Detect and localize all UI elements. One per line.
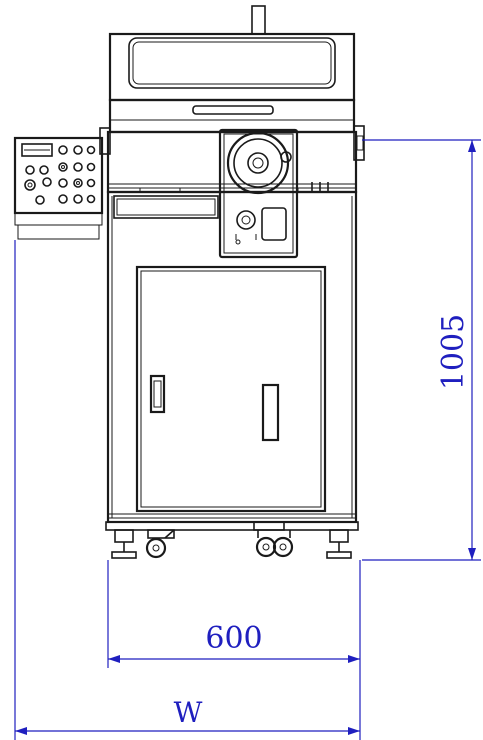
base-legs <box>105 521 359 559</box>
caster-left <box>145 529 175 559</box>
top-pipe <box>251 5 266 35</box>
middle-band <box>106 130 358 194</box>
upper-housing <box>108 32 356 134</box>
caster-center <box>253 521 294 558</box>
overall-dimension-label: W <box>174 696 203 729</box>
door-handle-left <box>149 374 166 414</box>
base-cabinet <box>106 190 358 524</box>
leveling-foot-right <box>326 529 352 559</box>
side-brackets <box>99 125 365 161</box>
dimension-overall: W <box>14 240 361 740</box>
door-handle-right <box>261 383 280 442</box>
control-panel <box>13 136 104 240</box>
width-dimension-label: 600 <box>205 621 262 656</box>
spindle-panel <box>218 128 299 259</box>
dimension-width: 600 <box>107 560 361 668</box>
control-knobs <box>24 145 96 205</box>
height-dimension-label: 1005 <box>436 314 471 390</box>
dimension-height: 1005 <box>362 139 481 561</box>
left-slot-panel <box>113 195 219 219</box>
leveling-foot-left <box>111 529 137 559</box>
